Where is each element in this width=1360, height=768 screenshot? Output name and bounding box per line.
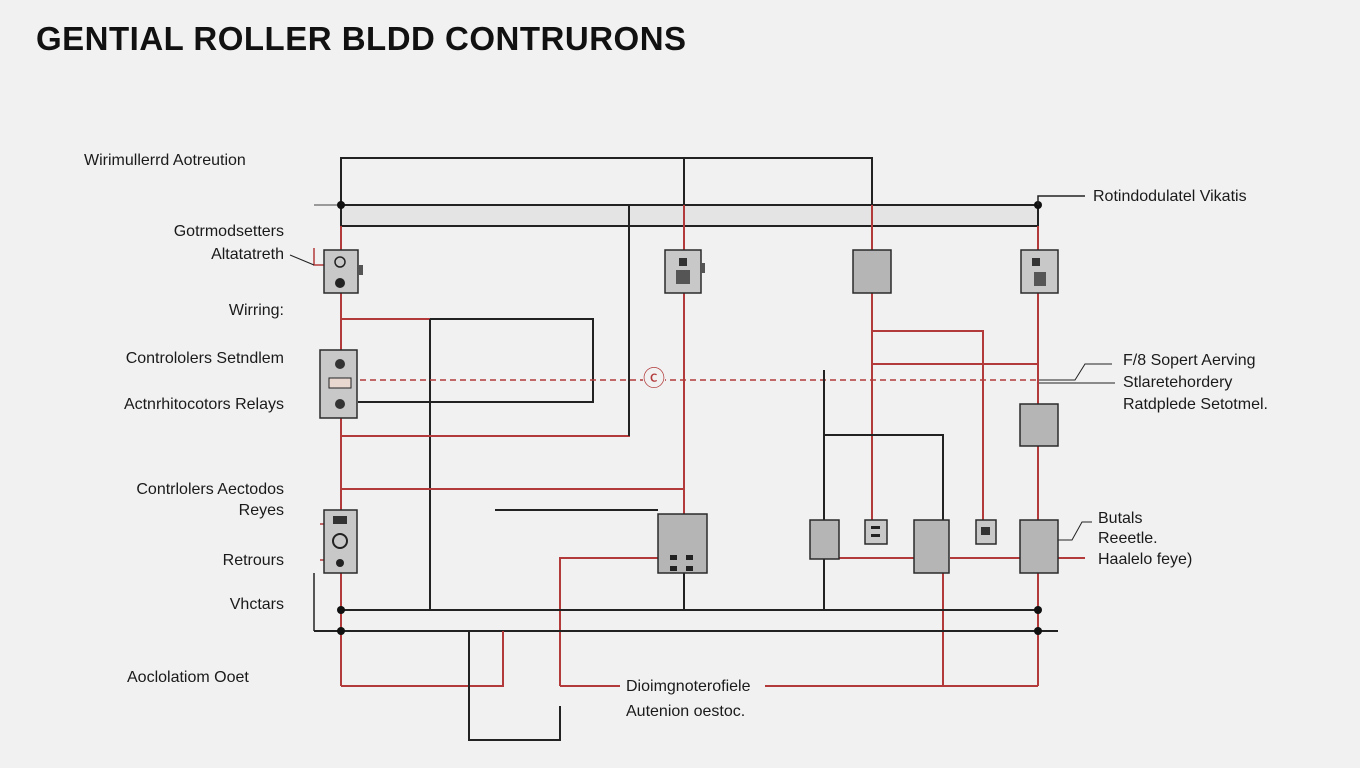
wire (824, 434, 944, 520)
component-switch-2 (664, 249, 705, 294)
diagram-title: GENTIAL ROLLER BLDD CONTRURONS (36, 20, 687, 57)
component-switch-1 (323, 249, 363, 294)
wire (341, 488, 685, 514)
wire (872, 330, 984, 520)
junction-dot (1034, 606, 1042, 614)
label-left-8: Reyes (238, 502, 284, 519)
label-bottom-1: Dioimgnoterofiele (626, 678, 751, 695)
label-left-4: Wirring: (228, 302, 284, 319)
wire (559, 557, 658, 686)
top-bus-bar (340, 204, 1039, 227)
component-box-3 (852, 249, 892, 294)
label-bottom-2: Autenion oestoc. (626, 703, 746, 720)
label-left-7: Contrlolers Aectodos (136, 481, 284, 498)
label-right-6: Reeetle. (1098, 530, 1158, 547)
component-relay-center (657, 513, 708, 574)
label-left-3: Altatatreth (211, 246, 284, 263)
junction-dot (337, 201, 345, 209)
wire (358, 318, 594, 403)
component-switch-4 (1020, 249, 1059, 294)
junction-dot (1034, 627, 1042, 635)
component-small-1 (809, 519, 840, 560)
component-box-mid (913, 519, 950, 574)
junction-dot (337, 627, 345, 635)
label-left-1: Wirimullerrd Aotreution (84, 152, 246, 169)
label-right-3: Stlaretehordery (1123, 374, 1233, 391)
component-box-right-bottom (1019, 519, 1059, 574)
leader-line (1038, 363, 1112, 381)
label-left-11: Aoclolatiom Ooet (127, 669, 249, 686)
top-frame-wire (340, 157, 873, 205)
junction-dot (337, 606, 345, 614)
component-relay-left (323, 509, 358, 574)
component-controller (319, 349, 358, 419)
label-left-9: Retrours (222, 552, 284, 569)
wire (341, 631, 504, 687)
component-small-2 (864, 519, 888, 545)
label-right-5: Butals (1098, 510, 1143, 527)
label-right-7: Haalelo feye) (1098, 551, 1193, 568)
label-left-2: Gotrmodsetters (173, 223, 284, 240)
component-box-right (1019, 403, 1059, 447)
label-right-4: Ratdplede Setotmel. (1123, 396, 1268, 413)
wire (289, 254, 315, 266)
label-left-10: Vhctars (229, 596, 284, 613)
leader-line (1058, 521, 1092, 541)
label-left-5: Contrololers Setndlem (125, 350, 284, 367)
center-symbol: ⓒ (643, 366, 666, 391)
wire (468, 631, 561, 741)
wire (313, 248, 324, 266)
leader-line (1037, 195, 1085, 205)
label-right-2: F/8 Sopert Aerving (1123, 352, 1256, 369)
label-left-6: Actnrhitocotors Relays (123, 396, 284, 413)
label-right-1: Rotindodulatel Vikatis (1093, 188, 1247, 205)
component-small-3 (975, 519, 997, 545)
